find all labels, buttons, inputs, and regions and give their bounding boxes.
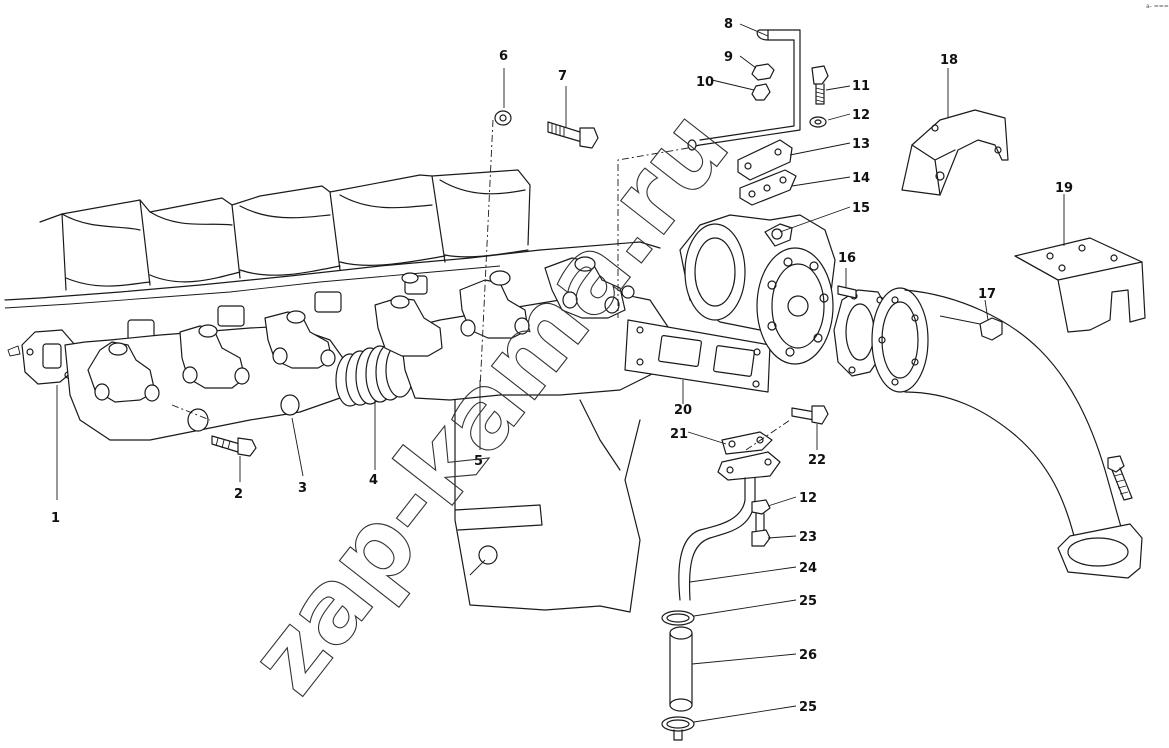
- callout-26: 26: [799, 648, 817, 663]
- corner-mark: a- ===: [1146, 3, 1169, 10]
- callout-25-lower: 25: [799, 700, 817, 715]
- callout-20: 20: [674, 403, 692, 418]
- callout-22: 22: [808, 453, 826, 468]
- bellows-joint: [335, 342, 415, 407]
- callout-14: 14: [852, 171, 870, 186]
- assembly-center-lines: [171, 119, 791, 532]
- cylinder-head-covers: [4, 169, 661, 341]
- callout-23: 23: [799, 530, 817, 545]
- callout-2: 2: [234, 487, 243, 502]
- heat-shield: [901, 109, 1009, 196]
- callout-21: 21: [670, 427, 688, 442]
- oil-supply-pipe: [494, 29, 829, 206]
- exhaust-manifold: [7, 256, 671, 441]
- support-bracket: [1014, 237, 1146, 333]
- oil-drain-assembly: [187, 405, 829, 741]
- callout-16: 16: [838, 251, 856, 266]
- callout-12-lower: 12: [799, 491, 817, 506]
- callout-6: 6: [499, 49, 508, 64]
- callout-10: 10: [696, 75, 714, 90]
- callout-11: 11: [852, 79, 870, 94]
- callout-25-upper: 25: [799, 594, 817, 609]
- callout-7: 7: [558, 69, 567, 84]
- callout-3: 3: [298, 481, 307, 496]
- callout-19: 19: [1055, 181, 1073, 196]
- callout-labels: 1 2 3 4 5 6 7 8 9 10 11 12 13 14 15 16 1…: [51, 17, 1073, 715]
- turbocharger: [679, 214, 836, 365]
- callout-13: 13: [852, 137, 870, 152]
- leader-lines: [56, 23, 1065, 723]
- callout-17: 17: [978, 287, 996, 302]
- turbo-flange-gasket: [624, 319, 771, 393]
- exhaust-outlet-pipe: [833, 285, 1143, 579]
- engine-crankcase-outline: [454, 394, 641, 613]
- callout-8: 8: [724, 17, 733, 32]
- callout-18: 18: [940, 53, 958, 68]
- callout-1: 1: [51, 511, 60, 526]
- callout-15: 15: [852, 201, 870, 216]
- callout-9: 9: [724, 50, 733, 65]
- callout-5: 5: [474, 454, 483, 469]
- callout-12-upper: 12: [852, 108, 870, 123]
- callout-4: 4: [369, 473, 378, 488]
- callout-24: 24: [799, 561, 817, 576]
